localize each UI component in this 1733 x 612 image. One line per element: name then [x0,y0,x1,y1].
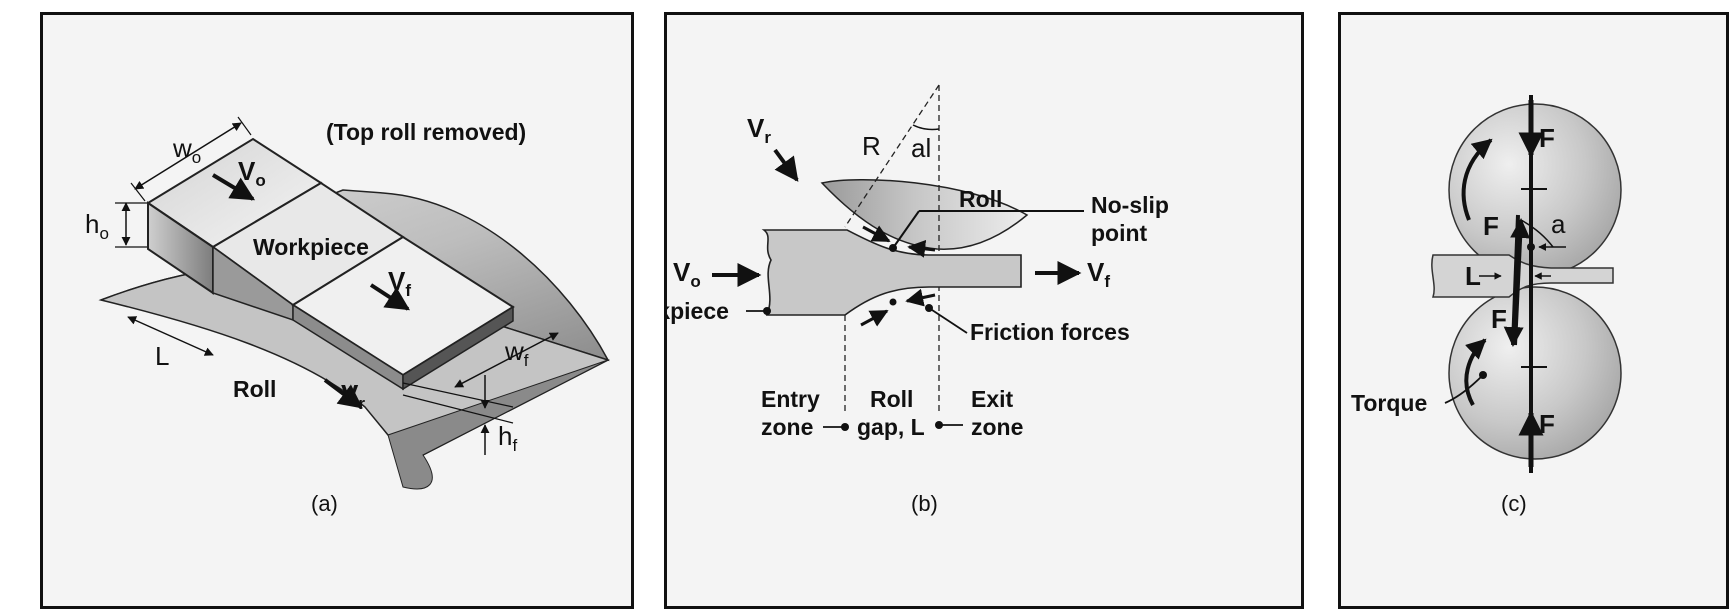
radius-line [844,84,940,228]
panel-b-drawing: R al Vr Vo Vf Roll No-slip point Frictio… [667,84,1169,516]
angle-label: al [911,133,931,163]
force-top-label: F [1539,123,1555,153]
v-f-label: Vf [1087,257,1110,291]
panel-b-roll-gap: R al Vr Vo Vf Roll No-slip point Frictio… [664,12,1304,609]
panel-a-drawing: wo ho Vo Workpiece (Top roll removed) Vf… [85,116,610,516]
no-slip-label-1: No-slip [1091,192,1169,218]
v-r-label: Vr [341,379,365,413]
caption-c: (c) [1501,491,1527,516]
v-o-label: Vo [673,257,701,291]
h-f-label: hf [498,421,517,455]
length-label: L [1465,261,1481,291]
friction-forces-label: Friction forces [970,319,1130,345]
force-bottom-label: F [1539,409,1555,439]
bottom-roll [1448,286,1622,460]
v-r-label: Vr [747,113,771,147]
v-f-arrow [369,283,411,311]
exit-zone-label-2: zone [971,414,1023,440]
panel-c-drawing: F F F F a L Torque (c) [1351,95,1622,516]
v-o-arrow [211,173,256,201]
roll-gap-label-2: gap, L [857,414,925,440]
entry-zone-label-2: zone [761,414,813,440]
panel-a-flat-rolling: wo ho Vo Workpiece (Top roll removed) Vf… [40,12,634,609]
caption-a: (a) [311,491,338,516]
force-left-upper-label: F [1483,211,1499,241]
panel-c-roll-forces: F F F F a L Torque (c) [1338,12,1729,609]
h-o-label: ho [85,209,109,243]
caption-b: (b) [911,491,938,516]
l-label: L [155,341,169,371]
v-o-label: Vo [238,156,266,190]
entry-zone-label-1: Entry [761,386,820,412]
angle-label: a [1551,209,1566,239]
torque-label: Torque [1351,390,1427,416]
w-f-label: wf [504,336,529,370]
roll-label: Roll [959,186,1002,212]
top-roll-removed-note: (Top roll removed) [326,119,526,145]
no-slip-label-2: point [1091,220,1148,246]
force-incline-bottom [1503,214,1524,347]
v-r-arrow [323,378,363,409]
roll-gap-label-1: Roll [870,386,913,412]
roll-label: Roll [233,376,276,402]
w-o-label: wo [172,133,201,167]
exit-zone-label-1: Exit [971,386,1014,412]
force-incline-top [1510,218,1531,346]
radius-label: R [862,131,881,161]
top-roll-rotation-arrow [1461,138,1493,221]
bottom-roll-rotation-arrow [1464,338,1487,406]
workpiece-label: Workpiece [667,298,729,324]
v-r-arrow [773,148,799,182]
force-left-lower-label: F [1491,304,1507,334]
strip [1431,254,1614,298]
v-f-label: Vf [388,266,411,300]
workpiece-label: Workpiece [253,234,369,260]
